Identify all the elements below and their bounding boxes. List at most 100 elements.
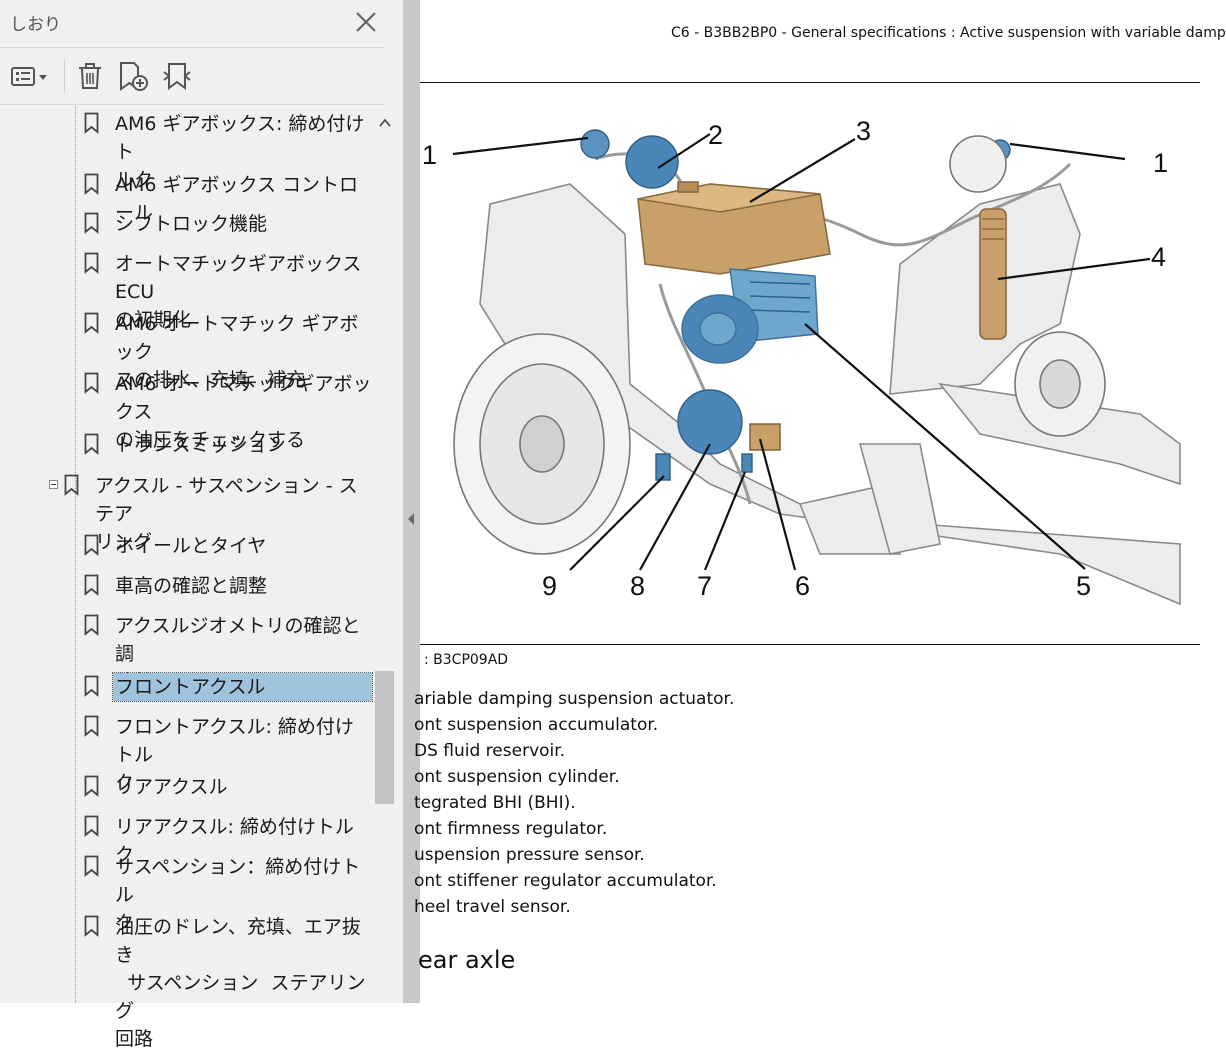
bookmark-label: AM6 ギアボックス コントロール [115,174,358,224]
bookmark-group[interactable]: アクスル - サスペンション - ステア リング [0,472,372,553]
callout-5: 5 [1076,571,1091,601]
bookmark-item[interactable]: 車高の確認と調整 [0,572,372,602]
document-header: C6 - B3BB2BP0 - General specifications :… [671,25,1226,41]
legend-item: ont stiffener regulator accumulator. [414,871,717,891]
bookmark-item[interactable]: AM6 オートマチックギアボックス の油圧をチェックする [0,370,372,451]
bookmark-icon [84,574,99,596]
toolbar-separator [64,60,65,92]
expand-bookmark-icon [163,63,191,90]
bookmark-item-selected[interactable]: フロントアクスル [0,672,373,703]
bookmarks-scrollbar[interactable] [372,106,396,1003]
new-bookmark-button[interactable] [118,60,150,92]
bookmark-icon [84,433,99,455]
bookmark-item[interactable]: リアアクスル [0,773,372,803]
panel-title: しおり [10,15,61,35]
bookmark-item[interactable]: サスペンション：締め付けトル ク [0,853,372,934]
legend-item: ont firmness regulator. [414,819,608,839]
bookmark-toolbar [0,48,403,104]
bookmark-item[interactable]: 油圧のドレン、充填、エア抜き サスペンション ステアリング 回路 [0,913,372,1050]
bookmark-icon [64,474,79,496]
bhi-block [681,268,819,364]
legend-item: ariable damping suspension actuator. [414,689,735,709]
bookmark-label: 車高の確認と調整 [115,575,268,597]
bookmark-label: 油圧のドレン、充填、エア抜き サスペンション ステアリング 回路 [115,916,366,1050]
callout-7: 7 [697,571,712,601]
legend-item: ont suspension cylinder. [414,767,620,787]
firmness-regulator [749,423,781,451]
callout-8: 8 [630,571,645,601]
bookmark-icon [84,252,99,274]
bookmark-item[interactable]: フロントアクスル: 締め付けトル ク [0,713,372,794]
bookmark-icon [84,855,99,877]
bookmark-icon [84,372,99,394]
bookmark-label: ホイールとタイヤ [115,535,267,557]
bookmark-item[interactable]: リアアクスル: 締め付けトルク [0,813,372,866]
right-hub [1014,331,1106,437]
leader-lines [452,133,1151,571]
bookmark-label: AM6 オートマチック ギアボック スの排水、充填、補充 [115,313,359,391]
bookmark-item[interactable]: オートマチックギアボックスECU の初期化 [0,250,372,331]
bookmark-item[interactable]: アクスルジオメトリの確認と調 整値 [0,612,372,693]
bookmark-label: リアアクスル: 締め付けトルク [115,816,354,866]
bookmark-item[interactable]: シフトロック機能 [0,210,372,240]
bookmark-label: サスペンション：締め付けトル ク [115,856,361,934]
legend-item: uspension pressure sensor. [414,845,645,865]
bookmark-label: シフトロック機能 [115,213,268,235]
section-heading: ear axle [418,946,516,974]
bookmark-options-icon [11,67,47,86]
legend-item: heel travel sensor. [414,897,571,917]
bookmarks-panel: しおり [0,0,403,1050]
document-page: C6 - B3BB2BP0 - General specifications :… [414,0,1226,1003]
close-icon [356,12,376,32]
bookmark-item[interactable]: AM6 ギアボックス: 締め付けト ルク [0,110,372,191]
legend-item: tegrated BHI (BHI). [414,793,576,813]
bookmark-label: リアアクスル [115,776,228,798]
delete-bookmark-button[interactable] [76,60,104,92]
bookmark-label: フロントアクスル [112,672,373,702]
collapse-panel-icon[interactable] [406,512,416,526]
bookmark-label: AM6 オートマチックギアボックス の油圧をチェックする [115,373,372,451]
bookmark-item[interactable]: AM6 ギアボックス コントロール [0,171,372,224]
bookmark-icon [84,715,99,737]
bookmark-icon [84,614,99,636]
bookmark-icon [84,915,99,937]
bookmark-item[interactable]: トランスミッション [0,431,372,461]
delete-icon [79,63,101,89]
scroll-up-icon[interactable] [378,116,392,130]
header-divider [0,47,385,48]
panel-header: しおり [0,0,403,44]
legend-item: DS fluid reservoir. [414,741,566,761]
collapse-toggle-icon[interactable] [49,480,58,489]
bookmark-item[interactable]: AM6 オートマチック ギアボック スの排水、充填、補充 [0,310,372,391]
bookmark-label: トランスミッション [115,434,286,456]
toolbar-divider [0,104,385,105]
bookmark-icon [84,173,99,195]
tree-guide-line [75,106,76,1003]
bookmark-label: アクスル - サスペンション - ステア リング [95,475,358,553]
bookmark-item[interactable]: ホイールとタイヤ [0,532,372,562]
bookmark-options-button[interactable] [10,60,52,92]
figure-rule [420,644,1200,645]
expand-bookmark-button[interactable] [160,60,194,92]
bookmark-icon [84,312,99,334]
close-panel-button[interactable] [352,8,380,36]
bookmark-icon [84,675,99,697]
panel-splitter[interactable] [403,0,420,1003]
bookmark-label: AM6 ギアボックス: 締め付けト ルク [115,113,365,191]
bookmark-icon [84,112,99,134]
left-brake-disc [453,333,631,555]
bookmark-label: フロントアクスル: 締め付けトル ク [115,716,354,794]
callout-6: 6 [795,571,810,601]
bookmark-icon [84,212,99,234]
callout-9: 9 [542,571,557,601]
bookmark-icon [84,815,99,837]
callout-4: 4 [1151,242,1166,272]
suspension-diagram: 1 2 3 1 4 5 6 7 8 9 [422,116,1181,606]
bookmark-label: オートマチックギアボックスECU の初期化 [115,253,362,331]
scrollbar-thumb[interactable] [375,671,394,804]
callout-2: 2 [708,120,723,150]
lds-reservoir [637,181,831,275]
callout-1-right: 1 [1153,148,1168,178]
callout-1-left: 1 [422,140,437,170]
legend-item: ont suspension accumulator. [414,715,659,735]
